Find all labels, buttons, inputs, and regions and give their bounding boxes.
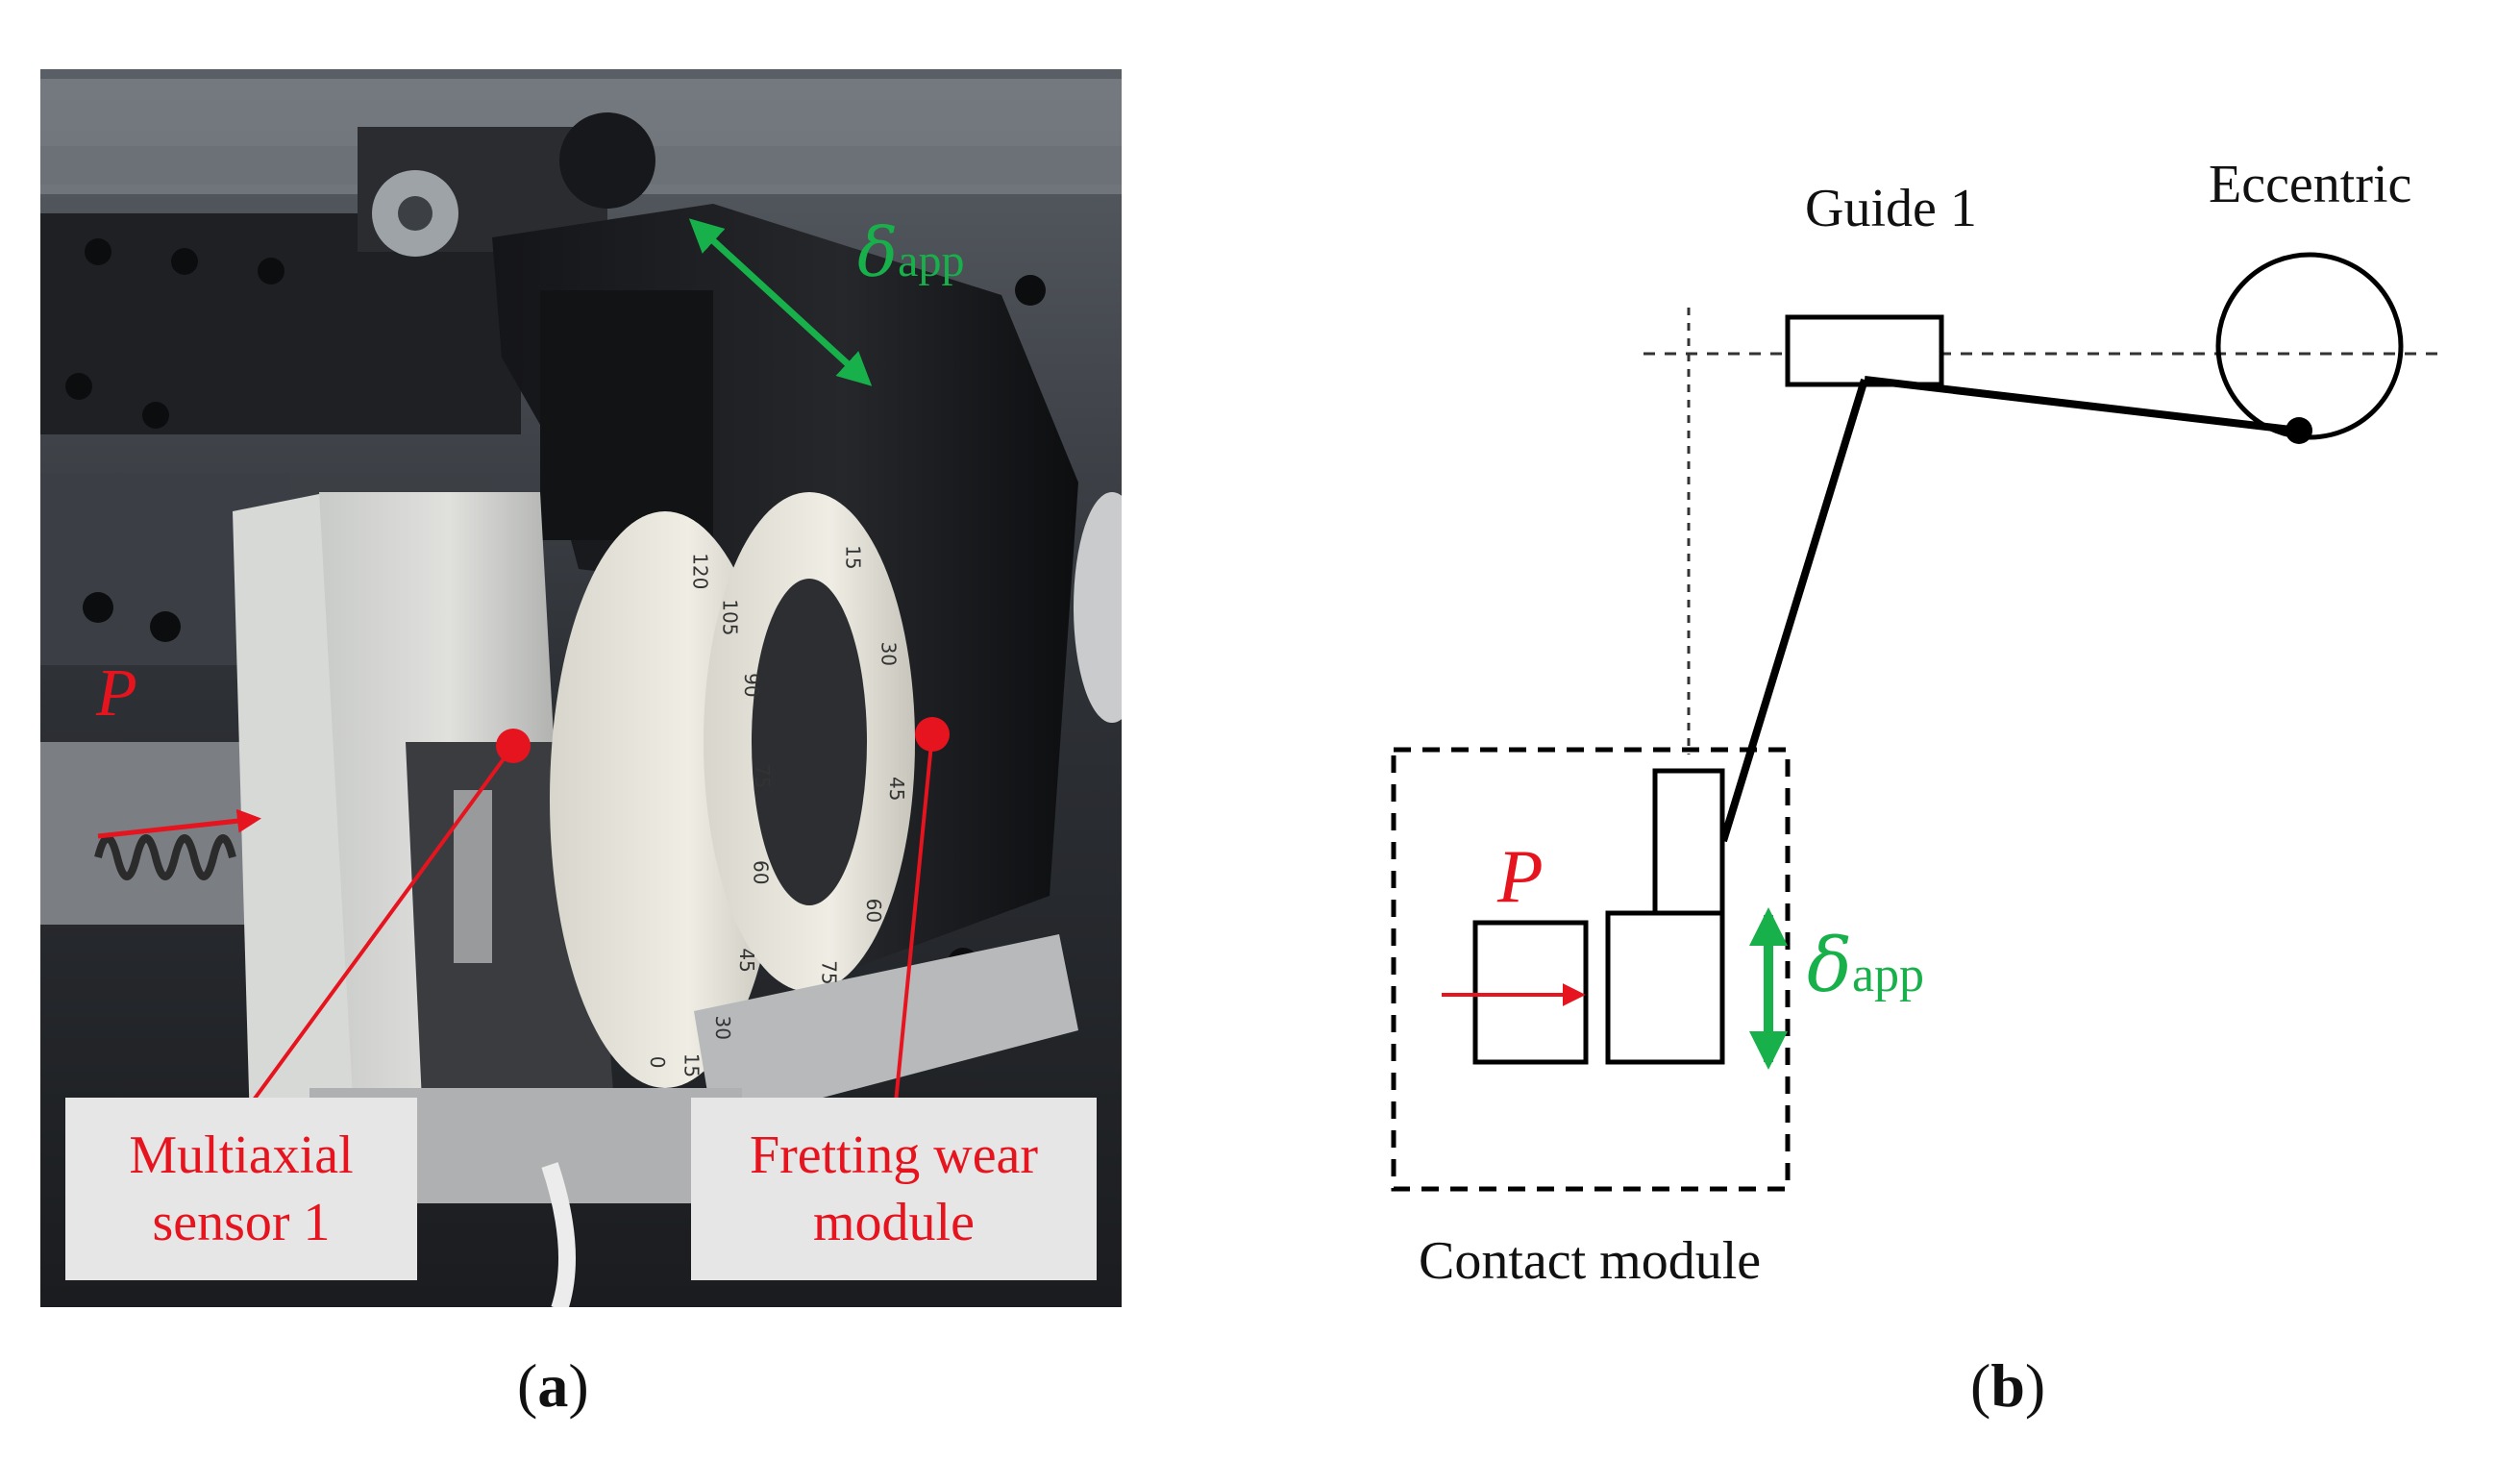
photo-panel: 0 15 30 45 60 75 90 105 120 15 30 45 60 75 P δapp Mu… [40, 69, 1122, 1307]
dial-tick-label: 15 [842, 545, 865, 569]
sensor-side-plate [233, 492, 358, 1194]
dial-tick-label: 60 [749, 860, 772, 884]
dial-tick-label: 45 [735, 948, 758, 972]
load-symbol-schematic: P [1497, 834, 1544, 918]
photo-illustration: 0 15 30 45 60 75 90 105 120 15 30 45 60 75 [40, 69, 1122, 1307]
dial-tick-label: 75 [751, 764, 774, 788]
arm-slot [540, 290, 713, 540]
dial-tick-label: 15 [680, 1053, 703, 1077]
eccentric-wheel [2215, 252, 2404, 440]
schematic-panel: Guide 1 Eccentric Contact module P δapp [1365, 125, 2470, 1336]
connecting-rod [1864, 376, 2300, 434]
load-arrow [97, 808, 261, 839]
dial-tick-label: 90 [740, 673, 763, 697]
callout-fretting-module: Fretting wear module [691, 1098, 1097, 1280]
upper-specimen [1652, 768, 1725, 916]
dial-tick-label: 30 [711, 1016, 734, 1040]
schematic-diagram [1391, 252, 2441, 1192]
dial-tick-label: 75 [817, 960, 840, 984]
dial-tick-label: 45 [885, 777, 908, 801]
dial-right-hub [752, 579, 867, 905]
lever-arm [1719, 378, 1868, 843]
sensor-leader [250, 744, 515, 1104]
callout-multiaxial-sensor: Multiaxial sensor 1 [65, 1098, 417, 1280]
displacement-symbol-photo: δapp [857, 213, 965, 292]
contact-module-label: Contact module [1419, 1231, 1762, 1291]
dial-tick-label: 60 [862, 899, 885, 923]
contact-module-boundary [1391, 747, 1791, 1192]
dial-tick-label: 0 [646, 1056, 669, 1069]
roller [559, 112, 655, 209]
displacement-symbol-schematic: δapp [1807, 923, 1925, 1009]
displacement-arrow [688, 218, 873, 386]
panel-label-a: (a) [517, 1351, 589, 1420]
guide-1-block [1785, 314, 1944, 387]
side-wheel [1074, 492, 1122, 723]
spring [94, 834, 236, 880]
counter-specimen [1472, 920, 1589, 1065]
load-symbol-photo: P [96, 656, 137, 730]
eccentric-label: Eccentric [2209, 155, 2412, 214]
dial-tick-label: 105 [718, 599, 741, 635]
sensor-cable [541, 1162, 576, 1307]
spring-housing [40, 742, 271, 925]
lower-specimen [1605, 910, 1725, 1065]
guide-label: Guide 1 [1805, 179, 1977, 238]
dial-right-scale: 15 30 45 60 75 [817, 545, 908, 985]
panel-label-b: (b) [1970, 1351, 2046, 1420]
module-leader [894, 733, 934, 1103]
dial-tick-label: 30 [877, 642, 901, 666]
dial-tick-label: 120 [688, 553, 711, 589]
dial-left-scale: 0 15 30 45 60 75 90 105 120 [646, 553, 774, 1077]
base-rail [694, 934, 1078, 1126]
